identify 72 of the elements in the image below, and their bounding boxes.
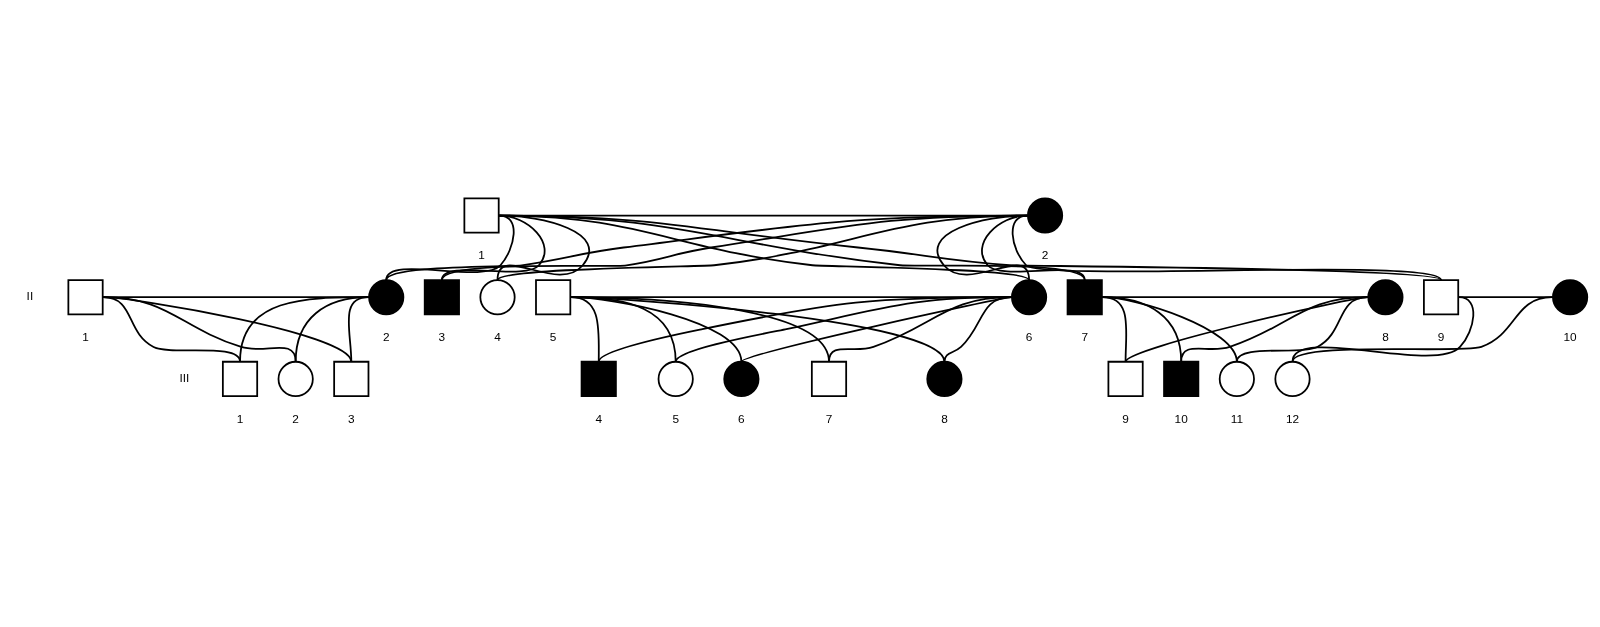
node-label: 10 <box>1174 411 1188 426</box>
node-box <box>221 360 259 397</box>
node-label: 2 <box>292 411 299 426</box>
node-circle <box>277 360 314 397</box>
connector <box>347 296 370 363</box>
node-label: 12 <box>1285 411 1300 426</box>
node-label: 1 <box>478 248 485 263</box>
connector <box>239 296 370 363</box>
node-box <box>1163 360 1200 397</box>
label: II <box>26 289 34 304</box>
connector <box>1291 296 1554 363</box>
node-label: 2 <box>1041 248 1049 263</box>
node-label: 9 <box>1122 411 1129 426</box>
node-label: 8 <box>1382 330 1389 345</box>
node-circle <box>1552 279 1589 316</box>
node-label: 8 <box>941 411 948 426</box>
connector <box>936 214 1030 281</box>
connector <box>570 296 946 363</box>
node-circle <box>926 360 963 397</box>
node-label: 1 <box>236 411 244 426</box>
node-label: 4 <box>494 330 501 345</box>
connector <box>943 296 1013 363</box>
node-box <box>1423 279 1460 316</box>
connector <box>674 296 1013 363</box>
node-circle <box>479 279 516 316</box>
node-label: 2 <box>382 330 390 345</box>
connector <box>294 296 370 363</box>
node-label: 4 <box>595 411 603 426</box>
node-label: 6 <box>1025 330 1033 345</box>
node-box <box>463 197 500 234</box>
node-label: 5 <box>549 330 557 345</box>
connector <box>981 214 1086 281</box>
connector <box>498 214 1442 281</box>
node-label: 7 <box>825 411 833 426</box>
label: III <box>179 370 190 385</box>
node-circle <box>1027 197 1064 234</box>
node-label: 7 <box>1081 330 1089 345</box>
node-box <box>423 279 460 316</box>
node-box <box>580 360 617 397</box>
node-label: 10 <box>1563 330 1577 345</box>
connector <box>740 296 1013 363</box>
node-box <box>333 360 370 397</box>
node-label: 9 <box>1437 330 1445 345</box>
node-circle <box>368 279 405 316</box>
node-box <box>1107 360 1144 397</box>
node-label: 3 <box>348 411 355 426</box>
node-box <box>1066 279 1103 316</box>
connector <box>1180 296 1369 363</box>
connector <box>1124 296 1369 363</box>
node-circle <box>1274 360 1311 397</box>
node-circle <box>657 360 694 397</box>
connector <box>1011 214 1442 281</box>
node-label: 11 <box>1230 411 1243 426</box>
node-label: 5 <box>672 411 679 426</box>
node-label: 3 <box>438 330 446 345</box>
node-box <box>535 279 572 316</box>
node-label: 6 <box>738 411 745 426</box>
connector <box>385 214 515 281</box>
connector <box>496 214 591 281</box>
connector <box>1235 296 1369 363</box>
node-box <box>67 279 104 316</box>
node-label: 1 <box>82 330 89 345</box>
connector <box>1101 296 1238 363</box>
node-circle <box>1218 360 1255 397</box>
node-circle <box>1011 279 1048 316</box>
node-circle <box>1367 279 1404 316</box>
connector <box>828 296 1013 363</box>
connector <box>597 296 1013 363</box>
connector <box>441 214 546 281</box>
node-circle <box>723 360 760 397</box>
connector <box>1457 296 1554 299</box>
node-box <box>810 360 848 397</box>
